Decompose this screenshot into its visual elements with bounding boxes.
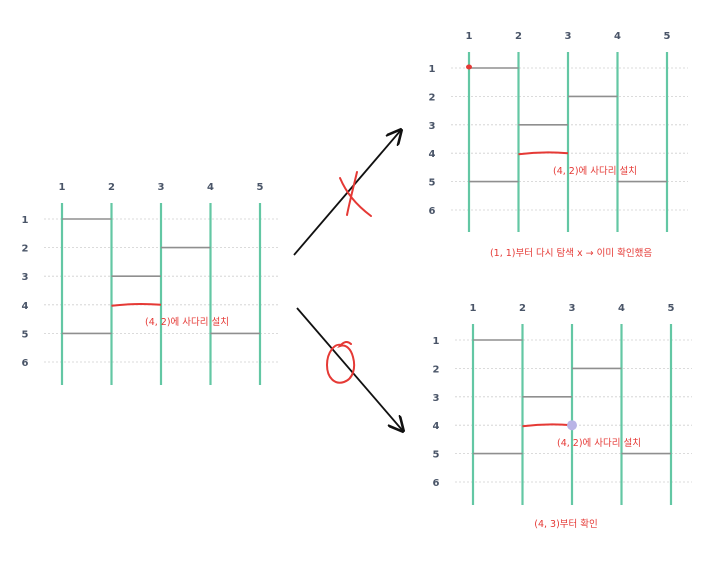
row-number: 6 — [433, 478, 440, 489]
column-number: 2 — [108, 182, 115, 193]
row-number: 3 — [433, 393, 440, 404]
column-number: 1 — [470, 303, 477, 314]
arrow-to-top-right — [293, 130, 401, 256]
rung-annotation: (4, 2)에 사다리 설치 — [145, 316, 229, 328]
row-number: 5 — [433, 450, 440, 461]
column-number: 3 — [565, 31, 572, 42]
row-number: 2 — [433, 364, 440, 375]
column-number: 5 — [668, 303, 675, 314]
row-number: 3 — [22, 272, 29, 283]
column-number: 5 — [664, 31, 671, 42]
new-ladder-rung — [111, 303, 162, 307]
row-number: 5 — [22, 329, 29, 340]
circle-mark — [325, 340, 356, 384]
left-ladder-diagram: 1 2 3 4 5 1 2 3 4 5 6 (4, 2)에 사다리 설치 — [22, 182, 280, 385]
row-number: 1 — [429, 64, 436, 75]
column-number: 3 — [158, 182, 165, 193]
column-number: 3 — [569, 303, 576, 314]
row-number: 4 — [22, 301, 29, 312]
resume-point-marker — [567, 420, 577, 431]
column-number: 4 — [618, 303, 625, 314]
cross-mark — [346, 171, 358, 216]
row-number: 2 — [429, 92, 436, 103]
row-number: 6 — [22, 358, 29, 369]
start-point-marker — [466, 64, 472, 70]
diagram-caption: (1, 1)부터 다시 탐색 x → 이미 확인했음 — [490, 247, 652, 259]
row-number: 4 — [433, 421, 440, 432]
row-number: 6 — [429, 206, 436, 217]
row-number: 2 — [22, 244, 29, 255]
row-number: 4 — [429, 149, 436, 160]
bottom-right-ladder-diagram: 1 2 3 4 5 1 2 3 4 5 6 (4, 2)에 사다리 설치 (4, 3)부터 확인 — [433, 303, 692, 530]
new-ladder-rung — [518, 151, 569, 156]
top-right-ladder-diagram: 1 2 3 4 5 1 2 3 4 5 6 (4, 2)에 사다리 설치 (1, 1)부터 다시 탐색 … — [429, 31, 688, 259]
row-number: 1 — [433, 336, 440, 347]
arrow-to-bottom-right — [296, 307, 403, 431]
column-number: 4 — [207, 182, 214, 193]
new-ladder-rung — [522, 423, 573, 428]
column-number: 1 — [59, 182, 66, 193]
row-number: 5 — [429, 178, 436, 189]
diagram-caption: (4, 3)부터 확인 — [534, 518, 598, 530]
column-number: 2 — [519, 303, 526, 314]
rung-annotation: (4, 2)에 사다리 설치 — [557, 437, 641, 449]
rung-annotation: (4, 2)에 사다리 설치 — [553, 165, 637, 177]
column-number: 2 — [515, 31, 522, 42]
row-number: 1 — [22, 215, 29, 226]
arrow-line — [296, 307, 403, 431]
row-number: 3 — [429, 121, 436, 132]
column-number: 4 — [614, 31, 621, 42]
column-number: 5 — [257, 182, 264, 193]
column-number: 1 — [466, 31, 473, 42]
